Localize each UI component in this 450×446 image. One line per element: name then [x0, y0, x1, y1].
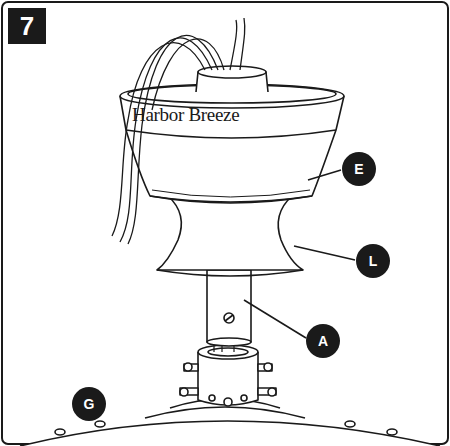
step-number: 7 — [8, 8, 46, 44]
node-text: L — [369, 253, 378, 269]
callout-letter: E — [342, 152, 376, 186]
brand-name: Harbor Breeze — [132, 104, 239, 126]
callout-letter: A — [306, 324, 340, 358]
callout-letter: G — [72, 387, 106, 421]
node-text: A — [318, 333, 328, 349]
node-text: E — [354, 161, 363, 177]
callout-letter: L — [356, 244, 390, 278]
node-text: G — [84, 396, 95, 412]
node-text: 7 — [20, 11, 34, 42]
